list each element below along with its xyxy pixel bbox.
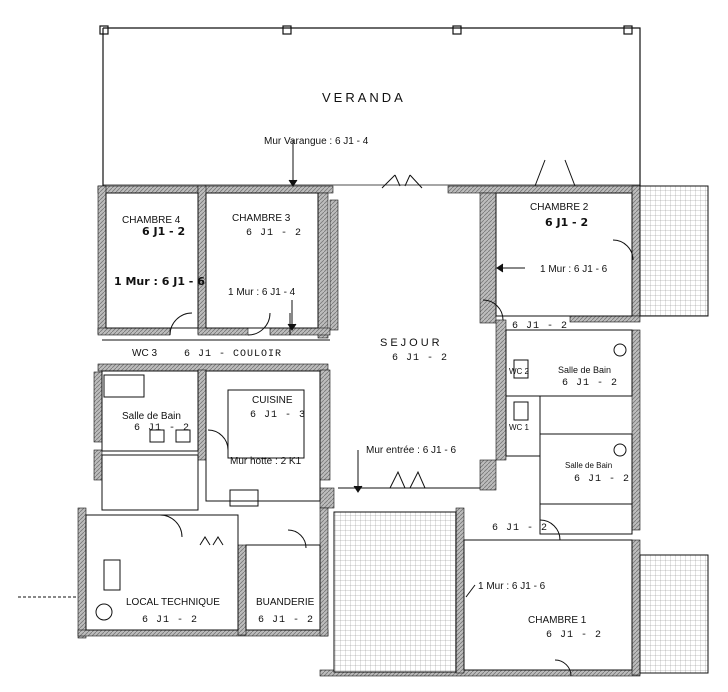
salle-bain-left-code: 6 J1 - 2 <box>134 423 190 434</box>
veranda-outline <box>99 25 641 188</box>
walls <box>77 185 641 677</box>
wc1-label: WC 1 <box>509 423 530 432</box>
chambre2-label: CHAMBRE 2 <box>530 202 589 213</box>
salle-bain-r1-code: 6 J1 - 2 <box>562 378 618 389</box>
salle-bain-r1-label: Salle de Bain <box>558 365 611 375</box>
veranda-label: VERANDA <box>322 90 406 105</box>
mur-ch2-label: 1 Mur : 6 J1 - 6 <box>540 264 608 275</box>
hall-right-code: 6 J1 - 2 <box>512 321 568 332</box>
chambre1-label: CHAMBRE 1 <box>528 615 587 626</box>
mur-hotte-label: Mur hotte : 2 K1 <box>230 456 302 467</box>
wc2-label: WC 2 <box>509 367 530 376</box>
interior-lines <box>85 159 634 677</box>
buanderie-code: 6 J1 - 2 <box>258 615 314 626</box>
annotation-arrows <box>287 140 525 598</box>
chambre4-label: CHAMBRE 4 <box>122 215 181 226</box>
mur-ch1-label: 1 Mur : 6 J1 - 6 <box>478 581 546 592</box>
chambre3-code: 6 J1 - 2 <box>246 228 302 239</box>
local-technique-code: 6 J1 - 2 <box>142 615 198 626</box>
wc3-label: WC 3 <box>132 348 157 359</box>
salle-bain-r2-code: 6 J1 - 2 <box>574 474 630 485</box>
mur-ch4-label: 1 Mur : 6 J1 - 6 <box>114 275 205 288</box>
sejour-label: SEJOUR <box>380 337 443 349</box>
mur-ch3-label: 1 Mur : 6 J1 - 4 <box>228 287 296 298</box>
mur-entree-label: Mur entrée : 6 J1 - 6 <box>366 445 456 456</box>
balcony-lower <box>639 554 709 674</box>
mur-varangue-label: Mur Varangue : 6 J1 - 4 <box>264 136 369 147</box>
chambre4-code: 6 J1 - 2 <box>142 225 185 238</box>
sejour-code: 6 J1 - 2 <box>392 353 448 364</box>
salle-bain-r2-label: Salle de Bain <box>565 461 612 470</box>
cuisine-code: 6 J1 - 3 <box>250 410 306 421</box>
chambre3-label: CHAMBRE 3 <box>232 213 291 224</box>
salle-bain-left-label: Salle de Bain <box>122 411 181 422</box>
couloir-label: 6 J1 - COULOIR <box>184 349 282 360</box>
entrance-terrace <box>333 511 457 673</box>
chambre2-code: 6 J1 - 2 <box>545 216 588 229</box>
fixtures <box>95 343 627 621</box>
balcony-upper <box>639 185 709 317</box>
chambre1-code: 6 J1 - 2 <box>546 630 602 641</box>
buanderie-label: BUANDERIE <box>256 597 315 608</box>
local-technique-label: LOCAL TECHNIQUE <box>126 597 220 608</box>
cuisine-label: CUISINE <box>252 395 293 406</box>
corridor-right-code: 6 J1 - 2 <box>492 523 548 534</box>
